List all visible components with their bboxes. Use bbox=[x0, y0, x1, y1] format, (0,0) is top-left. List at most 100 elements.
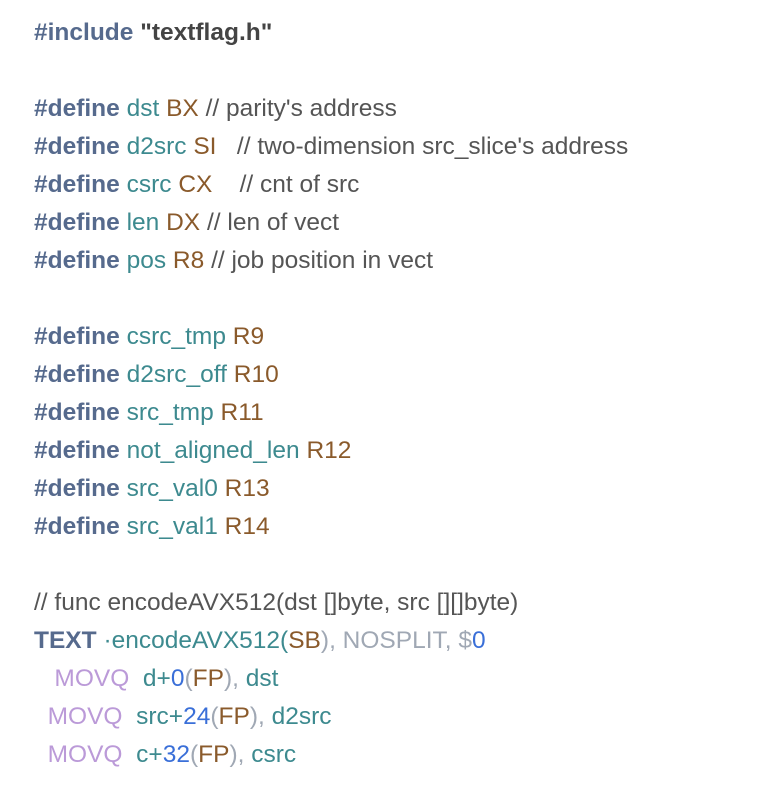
code-token bbox=[166, 247, 173, 274]
code-token: R12 bbox=[306, 437, 352, 464]
code-token: CX bbox=[178, 171, 213, 198]
code-token: ), bbox=[229, 741, 245, 768]
code-token bbox=[123, 703, 137, 730]
code-token: // len of vect bbox=[206, 209, 340, 236]
code-token: #define bbox=[34, 437, 120, 464]
code-token: src_val1 bbox=[126, 513, 218, 540]
code-line: #include "textflag.h" bbox=[34, 14, 628, 52]
code-token bbox=[34, 741, 48, 768]
code-token bbox=[120, 437, 127, 464]
code-line: #define csrc_tmp R9 bbox=[34, 318, 628, 356]
code-token: ), bbox=[223, 665, 239, 692]
code-token: BX bbox=[166, 95, 199, 122]
code-token: DX bbox=[166, 209, 201, 236]
code-token: #define bbox=[34, 133, 120, 160]
code-token: MOVQ bbox=[47, 741, 123, 768]
code-token: src_tmp bbox=[126, 399, 214, 426]
code-token: dst bbox=[126, 95, 160, 122]
code-token: 32 bbox=[162, 741, 190, 768]
code-token bbox=[120, 361, 127, 388]
code-token: // func encodeAVX512(dst []byte, src [][… bbox=[34, 589, 519, 616]
code-token: "textflag.h" bbox=[140, 19, 273, 46]
code-token: TEXT bbox=[34, 627, 97, 654]
code-token bbox=[265, 703, 272, 730]
code-token: not_aligned_len bbox=[126, 437, 300, 464]
code-token: 24 bbox=[183, 703, 211, 730]
code-block: #include "textflag.h" #define dst BX // p… bbox=[34, 14, 628, 774]
code-token: ), bbox=[249, 703, 265, 730]
code-token: SB bbox=[288, 627, 321, 654]
code-line: MOVQ d+0(FP), dst bbox=[34, 660, 628, 698]
code-token bbox=[120, 171, 127, 198]
code-token bbox=[120, 323, 127, 350]
code-token: ( bbox=[210, 703, 219, 730]
code-token: #define bbox=[34, 361, 120, 388]
code-token: R11 bbox=[220, 399, 264, 426]
code-token bbox=[123, 741, 137, 768]
code-token bbox=[120, 247, 127, 274]
code-token bbox=[120, 209, 127, 236]
code-token bbox=[120, 475, 127, 502]
code-line: #define d2src SI // two-dimension src_sl… bbox=[34, 128, 628, 166]
code-line: #define src_tmp R11 bbox=[34, 394, 628, 432]
code-token bbox=[227, 361, 234, 388]
code-token: #define bbox=[34, 95, 120, 122]
code-token: #define bbox=[34, 475, 120, 502]
code-token: csrc_tmp bbox=[126, 323, 226, 350]
code-token: MOVQ bbox=[54, 665, 130, 692]
code-token: csrc bbox=[126, 171, 172, 198]
code-line: #define len DX // len of vect bbox=[34, 204, 628, 242]
code-token: ·encodeAVX512( bbox=[103, 627, 289, 654]
code-line: #define pos R8 // job position in vect bbox=[34, 242, 628, 280]
code-token bbox=[216, 133, 236, 160]
code-token: R8 bbox=[172, 247, 205, 274]
code-token: d2src_off bbox=[126, 361, 227, 388]
code-token: // two-dimension src_slice's address bbox=[236, 133, 629, 160]
code-token: // parity's address bbox=[205, 95, 397, 122]
code-token: FP bbox=[218, 703, 250, 730]
code-token: #define bbox=[34, 209, 120, 236]
code-token: R9 bbox=[232, 323, 265, 350]
code-token bbox=[199, 95, 206, 122]
code-token: ( bbox=[184, 665, 193, 692]
code-token: csrc bbox=[251, 741, 297, 768]
code-token: dst bbox=[245, 665, 279, 692]
code-token bbox=[120, 133, 127, 160]
code-token bbox=[34, 703, 48, 730]
code-token bbox=[34, 665, 54, 692]
code-token bbox=[214, 399, 221, 426]
code-token: #define bbox=[34, 323, 120, 350]
code-token bbox=[120, 399, 127, 426]
code-token: src_val0 bbox=[126, 475, 218, 502]
code-token: d2src bbox=[271, 703, 332, 730]
code-line: #define d2src_off R10 bbox=[34, 356, 628, 394]
blank-line bbox=[34, 52, 628, 90]
code-token: #define bbox=[34, 247, 120, 274]
code-line: TEXT ·encodeAVX512(SB), NOSPLIT, $0 bbox=[34, 622, 628, 660]
code-token bbox=[226, 323, 233, 350]
code-token: pos bbox=[126, 247, 167, 274]
code-line: // func encodeAVX512(dst []byte, src [][… bbox=[34, 584, 628, 622]
code-token bbox=[218, 513, 225, 540]
code-token: // cnt of src bbox=[239, 171, 360, 198]
code-token: len bbox=[126, 209, 160, 236]
blank-line bbox=[34, 280, 628, 318]
code-token: 0 bbox=[472, 627, 486, 654]
code-token: MOVQ bbox=[47, 703, 123, 730]
code-line: #define src_val1 R14 bbox=[34, 508, 628, 546]
code-token bbox=[120, 95, 127, 122]
code-line: #define dst BX // parity's address bbox=[34, 90, 628, 128]
code-token: 0 bbox=[170, 665, 185, 692]
code-line: #define csrc CX // cnt of src bbox=[34, 166, 628, 204]
code-token: ( bbox=[189, 741, 199, 768]
code-token: #define bbox=[34, 171, 120, 198]
code-token: #define bbox=[34, 513, 120, 540]
code-token bbox=[200, 209, 207, 236]
blank-line bbox=[34, 546, 628, 584]
code-token bbox=[120, 513, 127, 540]
code-token: #include bbox=[34, 19, 134, 46]
code-token: R10 bbox=[233, 361, 279, 388]
code-line: MOVQ c+32(FP), csrc bbox=[34, 736, 628, 774]
code-line: #define not_aligned_len R12 bbox=[34, 432, 628, 470]
code-token bbox=[212, 171, 239, 198]
